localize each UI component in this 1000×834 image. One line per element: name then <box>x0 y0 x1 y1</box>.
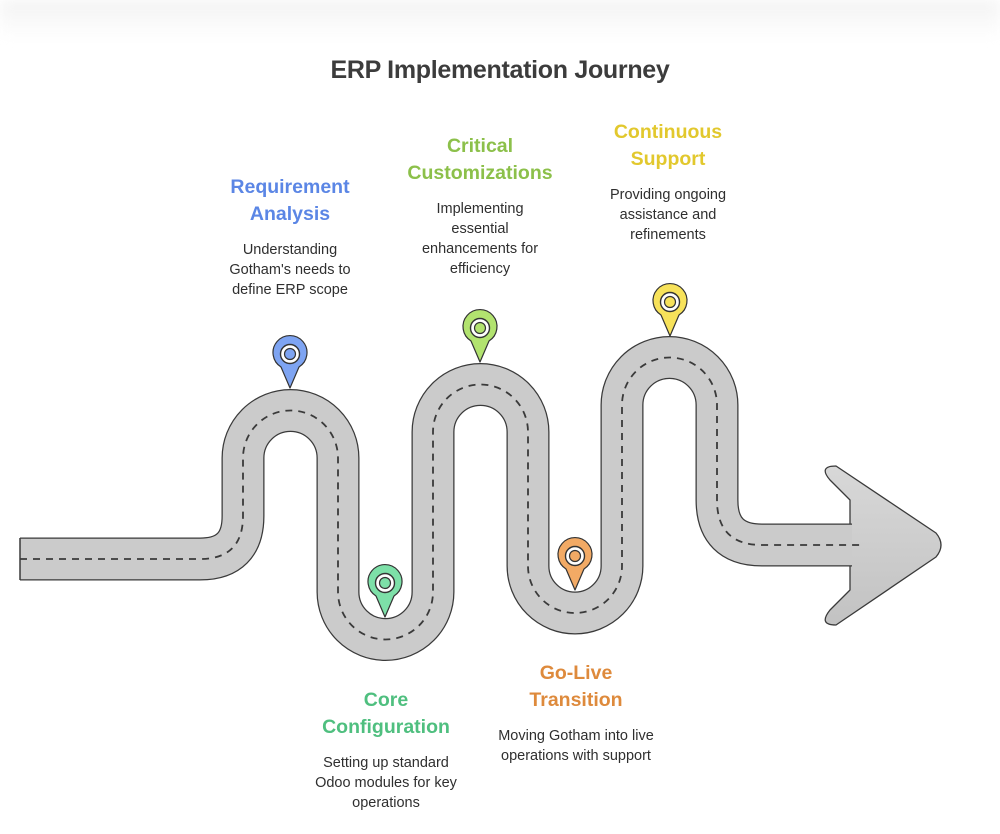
diagram-title: ERP Implementation Journey <box>330 56 670 84</box>
top-fade <box>0 0 1000 40</box>
location-pin-icon <box>557 536 593 591</box>
stage-description: Implementing essential enhancements for … <box>421 201 539 277</box>
stage-description: Providing ongoing assistance and refinem… <box>609 187 727 243</box>
road-arrowhead <box>824 465 942 626</box>
stage-description: Moving Gotham into live operations with … <box>498 728 654 764</box>
road-surface <box>20 337 852 660</box>
winding-road <box>19 336 942 661</box>
stage-description: Setting up standard Odoo modules for key… <box>315 755 457 811</box>
road-lane-markings <box>20 356 860 641</box>
location-pin-icon <box>367 563 403 618</box>
location-pin-icon <box>652 282 688 337</box>
location-pin-icon <box>462 308 498 363</box>
stage-description: Understanding Gotham's needs to define E… <box>229 242 351 298</box>
location-pin-icon <box>272 334 308 389</box>
